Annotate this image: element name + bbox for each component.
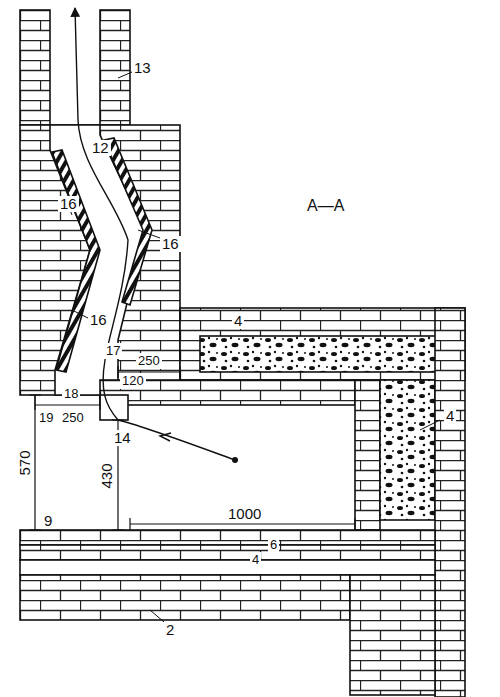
callout-number: 16 [160,236,181,252]
hearth-layer [20,530,435,545]
dimension: 250 [60,410,86,426]
flow-start [232,457,238,463]
callout-number: 16 [58,196,79,212]
foot [350,575,435,695]
dimension: 570 [17,448,33,477]
flue [50,125,145,395]
dimension: 430 [99,461,115,490]
dimensions [29,366,355,530]
callout-number: 17 [104,343,122,359]
base [20,575,350,620]
opening [100,395,128,420]
flow-arrow [160,433,171,441]
callout-number: 12 [90,140,111,156]
insulation [380,380,435,520]
callout-number: 13 [132,60,153,76]
callout-number: 4 [444,408,456,424]
side-wall [355,380,380,530]
callout-number: 18 [62,386,80,402]
chimney-wall [100,10,130,125]
chimney-wall [20,10,50,125]
liner [104,138,152,305]
hearth-layer [20,545,435,560]
dimension: 250 [136,353,162,369]
insulation-layer [20,560,435,575]
roof-masonry [180,308,465,380]
callout-number: 4 [232,313,244,329]
callout-number: 14 [112,430,133,446]
outer-wall [435,308,465,697]
dimension: 1000 [226,506,263,522]
dimension: 120 [120,373,146,389]
liner [52,150,100,372]
insulation [200,336,440,372]
callout-number: 6 [268,537,279,553]
callout-number: 16 [88,312,109,328]
callout-number: 19 [37,410,55,426]
callout-number: 9 [42,513,54,529]
leader-lines [70,72,440,622]
chimney-body [20,125,180,395]
callout-number: 2 [164,622,176,638]
callout-number: 4 [250,552,261,568]
section-title: A—A [305,198,346,214]
flow-arrow [75,8,235,460]
